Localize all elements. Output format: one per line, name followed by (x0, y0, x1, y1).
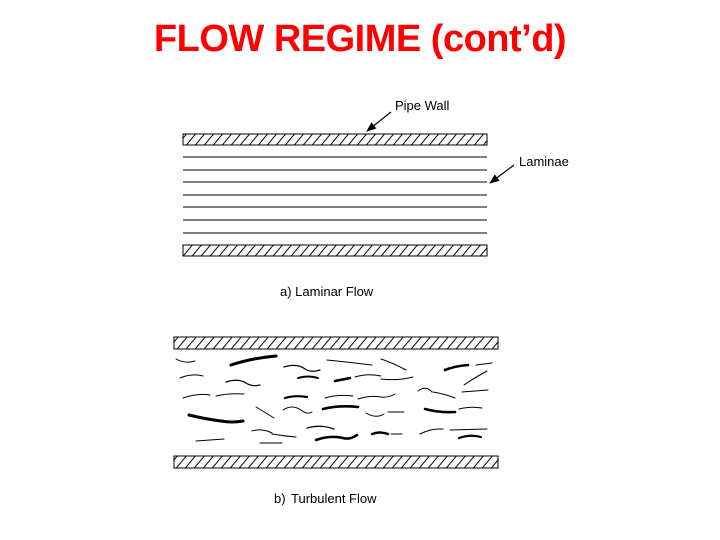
eddy-stroke (182, 393, 211, 399)
laminar-flow-diagram: Pipe Wall Laminae a) Laminar Flow (182, 98, 569, 299)
turbulent-eddies (175, 354, 493, 444)
eddy-stroke (333, 376, 352, 383)
eddy-stroke (321, 405, 360, 411)
laminae-lines (183, 156, 487, 234)
turbulent-caption: Turbulent Flow (291, 491, 377, 506)
eddy-stroke (354, 374, 382, 378)
eddy-stroke (432, 391, 456, 399)
eddy-stroke (463, 370, 488, 386)
turbulent-caption-prefix: b) (274, 491, 286, 506)
eddy-stroke (195, 438, 225, 442)
eddy-stroke (475, 362, 493, 366)
eddy-stroke (282, 406, 313, 414)
eddy-stroke (225, 379, 261, 387)
eddy-stroke (297, 375, 319, 379)
eddy-stroke (357, 393, 396, 400)
eddy-stroke (365, 412, 385, 417)
eddy-stroke (380, 358, 407, 371)
eddy-stroke (417, 387, 433, 393)
eddy-stroke (326, 359, 373, 366)
eddy-stroke (175, 358, 196, 363)
eddy-stroke (229, 354, 278, 367)
eddy-stroke (255, 406, 275, 419)
slide-title: FLOW REGIME (cont’d) (153, 18, 567, 60)
turbulent-top-pipe-wall (173, 336, 499, 350)
laminar-top-pipe-wall (182, 133, 488, 146)
eddy-stroke (187, 413, 245, 424)
laminae-label: Laminae (519, 154, 569, 169)
eddy-stroke (251, 429, 273, 434)
eddy-stroke (380, 376, 414, 381)
eddy-stroke (179, 374, 204, 379)
eddy-stroke (314, 433, 359, 442)
laminar-bottom-pipe-wall (182, 244, 488, 257)
eddy-stroke (419, 428, 444, 435)
pipe-wall-label: Pipe Wall (395, 98, 450, 113)
eddy-stroke (461, 389, 489, 393)
eddy-stroke (443, 363, 470, 372)
eddy-stroke (283, 364, 321, 372)
eddy-stroke (271, 433, 297, 438)
eddy-stroke (457, 434, 483, 440)
laminae-arrow (489, 164, 515, 184)
eddy-stroke (423, 407, 457, 414)
eddy-stroke (215, 393, 245, 397)
turbulent-bottom-pipe-wall (173, 455, 499, 469)
eddy-stroke (283, 395, 309, 400)
laminar-caption: a) Laminar Flow (280, 284, 374, 299)
eddy-stroke (306, 425, 335, 430)
turbulent-flow-diagram: b) Turbulent Flow (173, 336, 499, 506)
eddy-stroke (324, 394, 354, 399)
eddy-stroke (458, 406, 483, 410)
eddy-stroke (370, 431, 390, 436)
pipe-wall-arrow (366, 111, 392, 132)
eddy-stroke (449, 428, 488, 431)
